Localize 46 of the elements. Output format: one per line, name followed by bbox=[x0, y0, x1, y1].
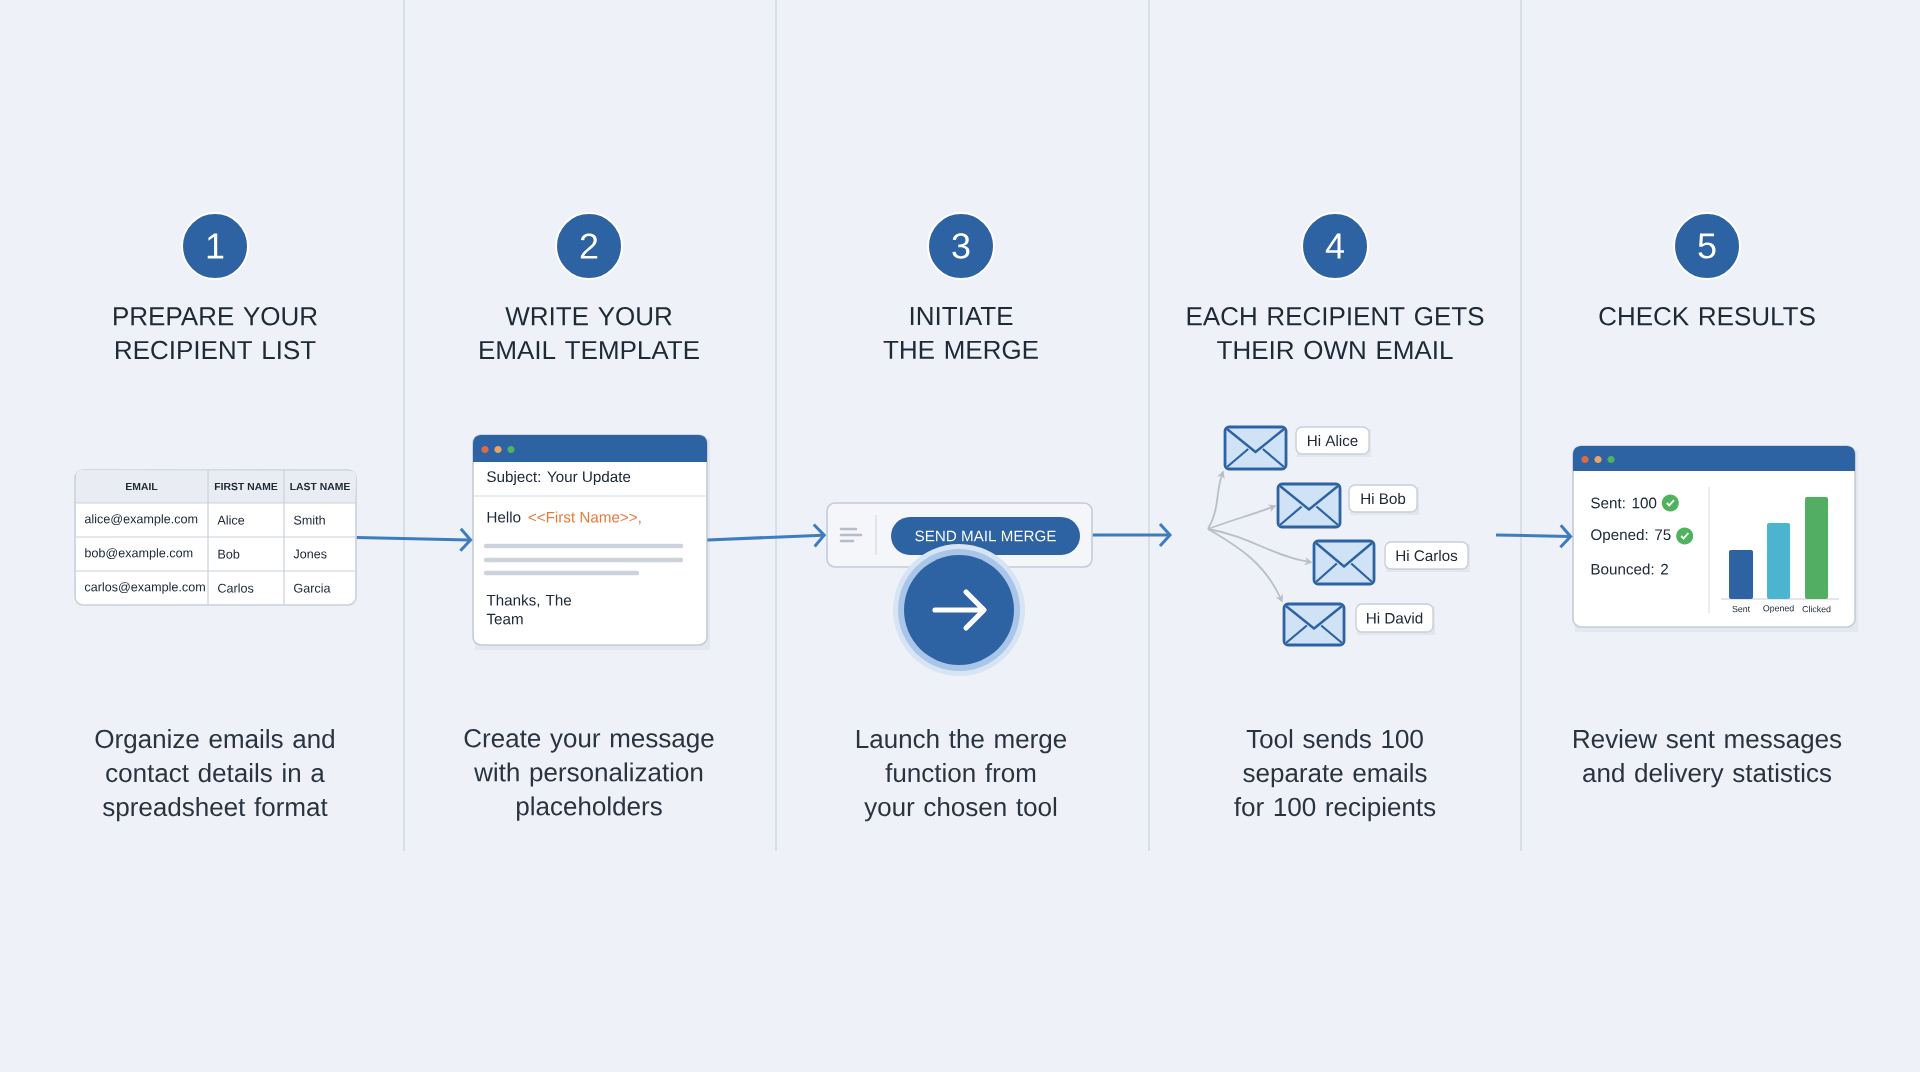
table-cell-text: Bob bbox=[218, 549, 240, 559]
table-cell-text: Garcia bbox=[294, 583, 331, 593]
step-description: Organize emails and contact details in a spreadsheet format bbox=[95, 729, 334, 822]
table-cell-text: alice@example.com bbox=[84, 514, 198, 526]
spreadsheet-table bbox=[74, 469, 357, 606]
stat-text: Bounced: 2 bbox=[1591, 563, 1668, 575]
axis-label: Opened bbox=[1763, 604, 1794, 614]
step-description: Launch the merge function from your chosen tool bbox=[856, 729, 1067, 822]
column-header: EMAIL bbox=[126, 482, 158, 491]
envelope-icon bbox=[1312, 539, 1376, 586]
speech-bubble: Hi Bob bbox=[1348, 484, 1419, 515]
step-heading: EACH RECIPIENT GETS THEIR OWN EMAIL bbox=[1187, 307, 1484, 360]
arrow bbox=[356, 527, 473, 552]
table-cell-text: bob@example.com bbox=[85, 548, 193, 560]
greeting-text: Hello bbox=[487, 511, 521, 523]
arrow bbox=[1092, 523, 1172, 547]
step-description: Review sent messages and delivery statistics bbox=[1574, 729, 1842, 788]
step-heading: WRITE YOUR EMAIL TEMPLATE bbox=[480, 307, 699, 360]
arrow bbox=[707, 523, 827, 548]
envelope-icon bbox=[1276, 482, 1342, 529]
step-description: Create your message with personalization placeholders bbox=[464, 729, 714, 821]
signature-text: Thanks, The Team bbox=[486, 594, 572, 625]
speech-bubble: Hi David bbox=[1355, 603, 1435, 635]
email-template-window bbox=[472, 434, 710, 650]
table-cell-text: carlos@example.com bbox=[84, 582, 205, 594]
step-description: Tool sends 100 separate emails for 100 recipients bbox=[1234, 729, 1436, 822]
speech-bubble: Hi Carlos bbox=[1384, 541, 1470, 572]
step-heading: CHECK RESULTS bbox=[1599, 307, 1815, 326]
step-heading: INITIATE THE MERGE bbox=[883, 307, 1038, 359]
axis-label: Clicked bbox=[1802, 605, 1831, 613]
column-header: FIRST NAME bbox=[214, 482, 278, 491]
column-header: LAST NAME bbox=[290, 482, 350, 491]
stat-text: Sent: 100 bbox=[1591, 497, 1657, 509]
table-cell-text: Smith bbox=[294, 515, 325, 525]
arrow bbox=[1496, 524, 1573, 549]
subject-line: Subject: Your Update bbox=[487, 470, 631, 486]
axis-label: Sent bbox=[1732, 605, 1750, 613]
table-cell-text: Carlos bbox=[218, 583, 254, 593]
table-cell-text: Alice bbox=[217, 515, 245, 525]
envelope-icon bbox=[1282, 602, 1346, 647]
envelope-icon bbox=[1223, 425, 1288, 471]
table-cell-text: Jones bbox=[293, 549, 327, 559]
stat-text: Opened: 75 bbox=[1591, 528, 1671, 544]
placeholder-text: <<First Name>>, bbox=[528, 511, 641, 525]
speech-bubble: Hi Alice bbox=[1295, 426, 1371, 457]
step-heading: PREPARE YOUR RECIPIENT LIST bbox=[114, 307, 317, 360]
